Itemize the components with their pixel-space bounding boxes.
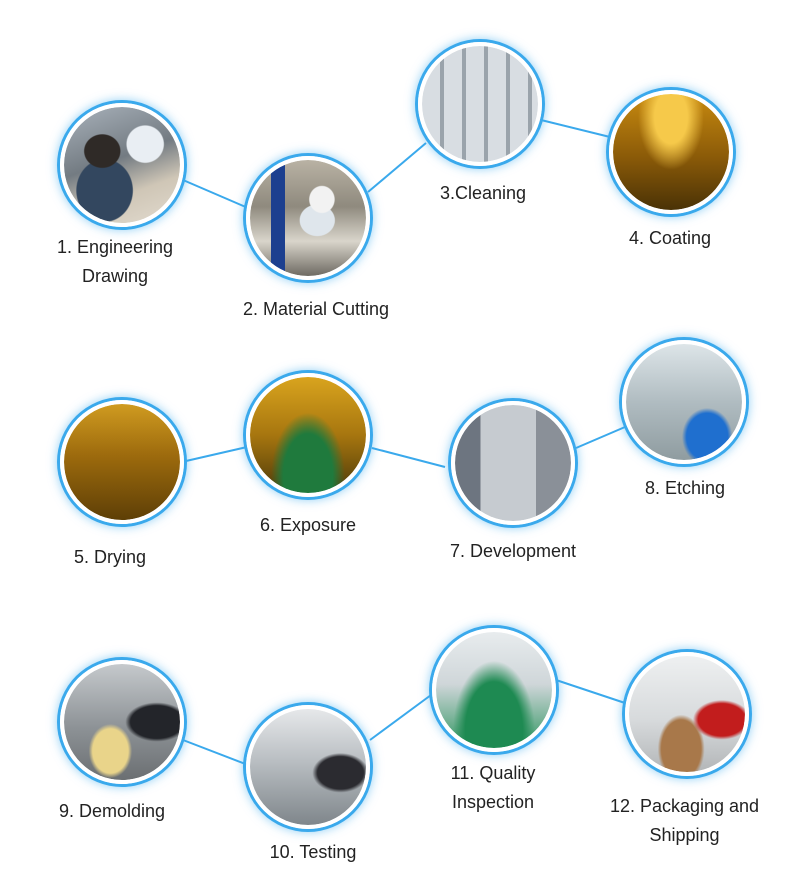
cutting-machine-photo	[250, 160, 366, 276]
step-7-photo-circle	[451, 401, 575, 525]
step-4-photo-circle	[609, 90, 733, 214]
connector-3-4	[540, 119, 611, 138]
inspection-floor-photo	[436, 632, 552, 748]
yellow-room-drying-photo	[64, 404, 180, 520]
connector-10-11	[369, 694, 432, 741]
step-8-photo-circle	[622, 340, 746, 464]
step-3-photo-circle	[418, 42, 542, 166]
step-9-photo-circle	[60, 660, 184, 784]
step-4-label: 4. Coating	[628, 228, 712, 248]
step-1-photo-circle	[60, 103, 184, 227]
step-9-label: 9. Demolding	[58, 801, 166, 821]
step-12-photo-circle	[625, 652, 749, 776]
step-6-photo-circle	[246, 373, 370, 497]
step-6-label: 6. Exposure	[259, 515, 357, 535]
step-8-label: 8. Etching	[644, 478, 726, 498]
connector-7-8	[575, 426, 626, 449]
connector-2-3	[367, 142, 427, 193]
demolding-station-photo	[64, 664, 180, 780]
packaging-table-photo	[629, 656, 745, 772]
office-desk-computer-photo	[64, 107, 180, 223]
connector-9-10	[182, 739, 249, 766]
step-3-label: 3.Cleaning	[439, 183, 527, 203]
step-5-label: 5. Drying	[73, 547, 147, 567]
connector-5-6	[185, 446, 248, 462]
step-7-label: 7. Development	[449, 541, 577, 561]
step-10-photo-circle	[246, 705, 370, 829]
step-10-label: 10. Testing	[269, 842, 357, 862]
etching-line-photo	[626, 344, 742, 460]
step-2-label: 2. Material Cutting	[242, 299, 390, 319]
connector-6-7	[371, 447, 446, 468]
development-machine-photo	[455, 405, 571, 521]
exposure-room-photo	[250, 377, 366, 493]
step-5-photo-circle	[60, 400, 184, 524]
step-11-photo-circle	[432, 628, 556, 752]
connector-1-2	[182, 179, 249, 209]
testing-station-photo	[250, 709, 366, 825]
step-2-photo-circle	[246, 156, 370, 280]
yellow-room-coating-photo	[613, 94, 729, 210]
cleaning-line-photo	[422, 46, 538, 162]
connector-11-12	[555, 679, 626, 704]
